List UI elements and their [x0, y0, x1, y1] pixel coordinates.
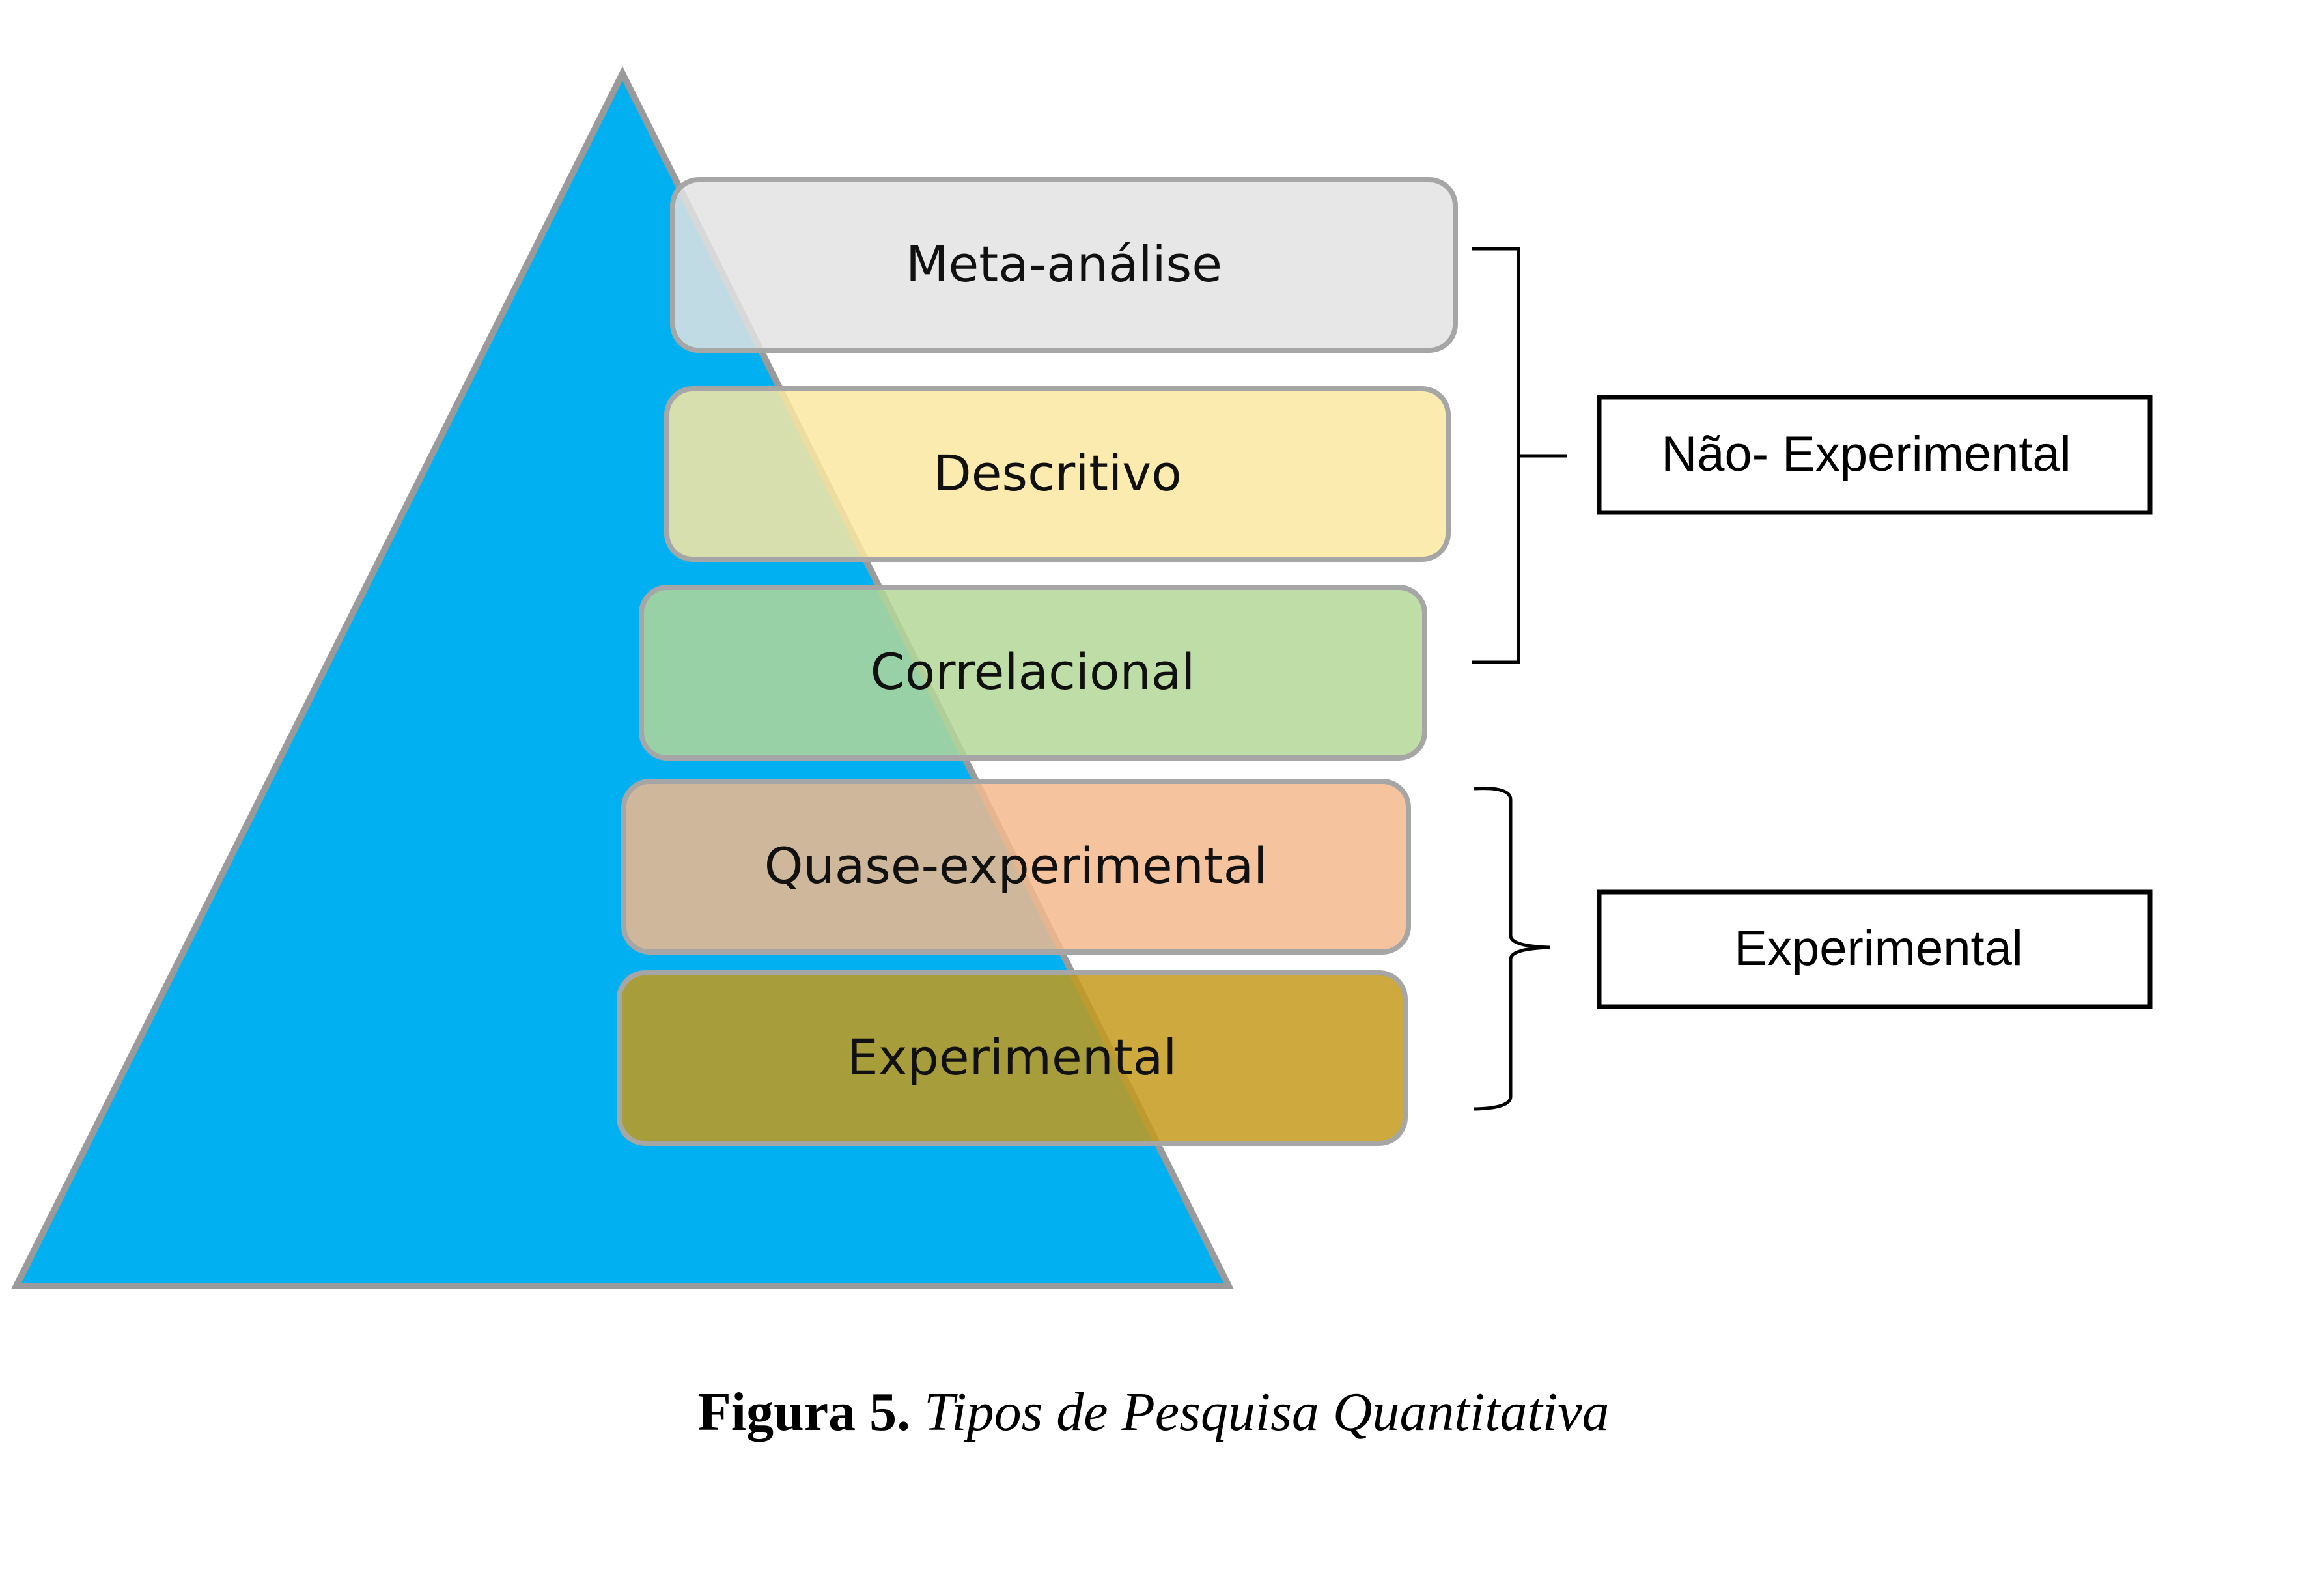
level-label: Quase-experimental — [764, 837, 1268, 895]
level-box-descritivo: Descritivo — [664, 386, 1451, 562]
level-box-correlacional: Correlacional — [639, 585, 1427, 761]
group-box-nao-experimental: Não- Experimental — [1597, 395, 2153, 515]
figure-caption: Figura 5. Tipos de Pesquisa Quantitativa — [0, 1380, 2307, 1444]
level-label: Meta-análise — [906, 235, 1222, 293]
level-label: Correlacional — [871, 643, 1195, 701]
level-label: Experimental — [847, 1028, 1177, 1086]
curly-brace-experimental — [1474, 787, 1550, 1111]
square-bracket-nao-experimental — [1472, 247, 1567, 664]
caption-title: Tipos de Pesquisa Quantitativa — [924, 1382, 1610, 1442]
group-label: Não- Experimental — [1661, 427, 2071, 482]
group-label: Experimental — [1734, 921, 2023, 976]
level-box-experimental: Experimental — [617, 970, 1408, 1146]
caption-number: Figura 5. — [697, 1382, 911, 1442]
group-box-experimental: Experimental — [1597, 889, 2153, 1009]
level-box-quase-experimental: Quase-experimental — [621, 779, 1411, 955]
level-label: Descritivo — [933, 444, 1181, 502]
level-box-meta-analise: Meta-análise — [670, 177, 1458, 353]
